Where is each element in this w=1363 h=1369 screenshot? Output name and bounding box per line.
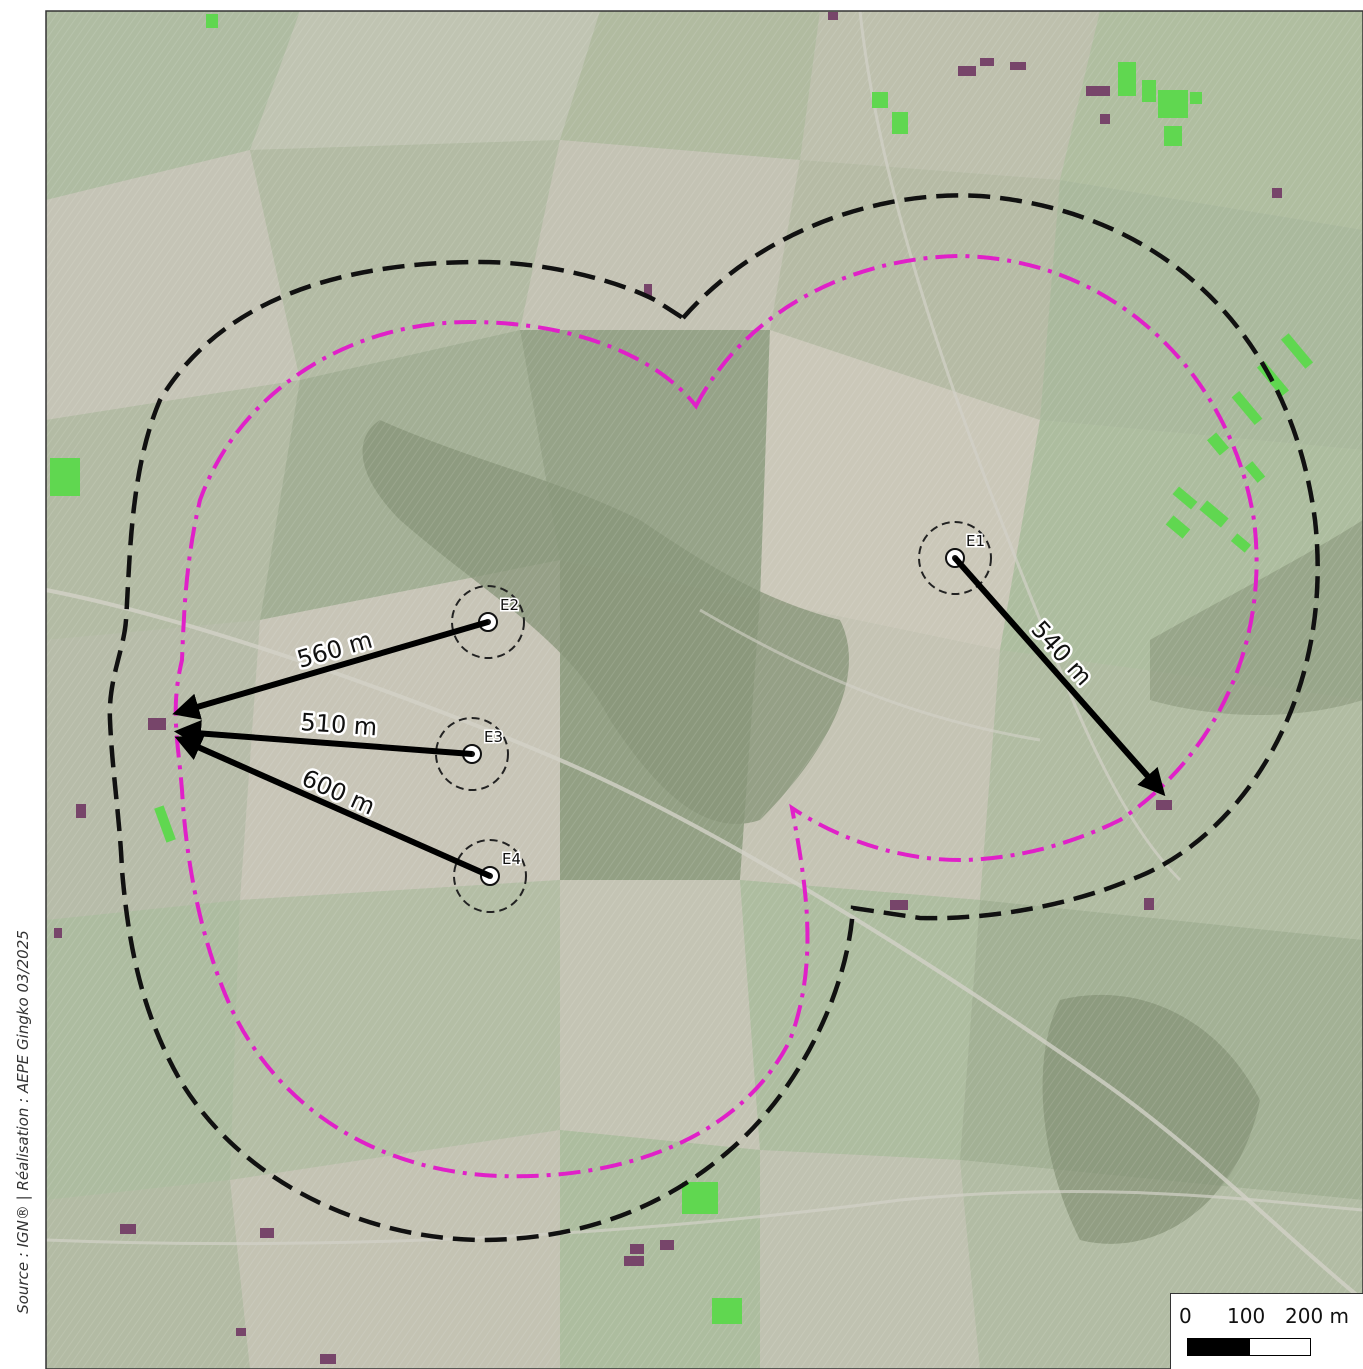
arrow-e1 bbox=[952, 556, 1166, 797]
scale-bar: 0 100 200 m bbox=[1170, 1293, 1363, 1369]
inner-zone-boundary[interactable] bbox=[173, 253, 1259, 1179]
scale-label-200: 200 m bbox=[1285, 1304, 1350, 1328]
purple-buildings bbox=[54, 12, 1282, 1364]
map-fade bbox=[46, 11, 1363, 1369]
scale-segment-white bbox=[1249, 1338, 1311, 1356]
turbine-label: E3 bbox=[484, 728, 503, 746]
turbine-buffer bbox=[451, 585, 525, 659]
distance-label-e3: 510 m bbox=[300, 708, 379, 741]
map-border bbox=[45, 10, 1363, 1369]
arrow-e4 bbox=[174, 735, 492, 879]
turbine-label: E1 bbox=[966, 532, 985, 550]
turbine-buffer bbox=[453, 839, 527, 913]
turbine-buffer bbox=[918, 521, 992, 595]
turbine-label: E4 bbox=[502, 850, 521, 868]
map-frame: E1 E2 E3 E4 540 m 560 m bbox=[45, 10, 1363, 1369]
arrow-e3 bbox=[173, 719, 473, 757]
arrow-e2 bbox=[172, 619, 489, 720]
scale-label-0: 0 bbox=[1179, 1304, 1192, 1328]
turbine-label: E2 bbox=[500, 596, 519, 614]
distance-arrows bbox=[172, 556, 1166, 879]
green-buildings bbox=[50, 14, 1314, 1324]
outer-zone-boundary[interactable] bbox=[107, 193, 1320, 1243]
scale-segment-black bbox=[1187, 1338, 1251, 1356]
buildings bbox=[50, 12, 1314, 1364]
field-parcels bbox=[45, 10, 1363, 1369]
scale-label-100: 100 bbox=[1227, 1304, 1266, 1328]
turbine-buffer bbox=[435, 717, 509, 791]
